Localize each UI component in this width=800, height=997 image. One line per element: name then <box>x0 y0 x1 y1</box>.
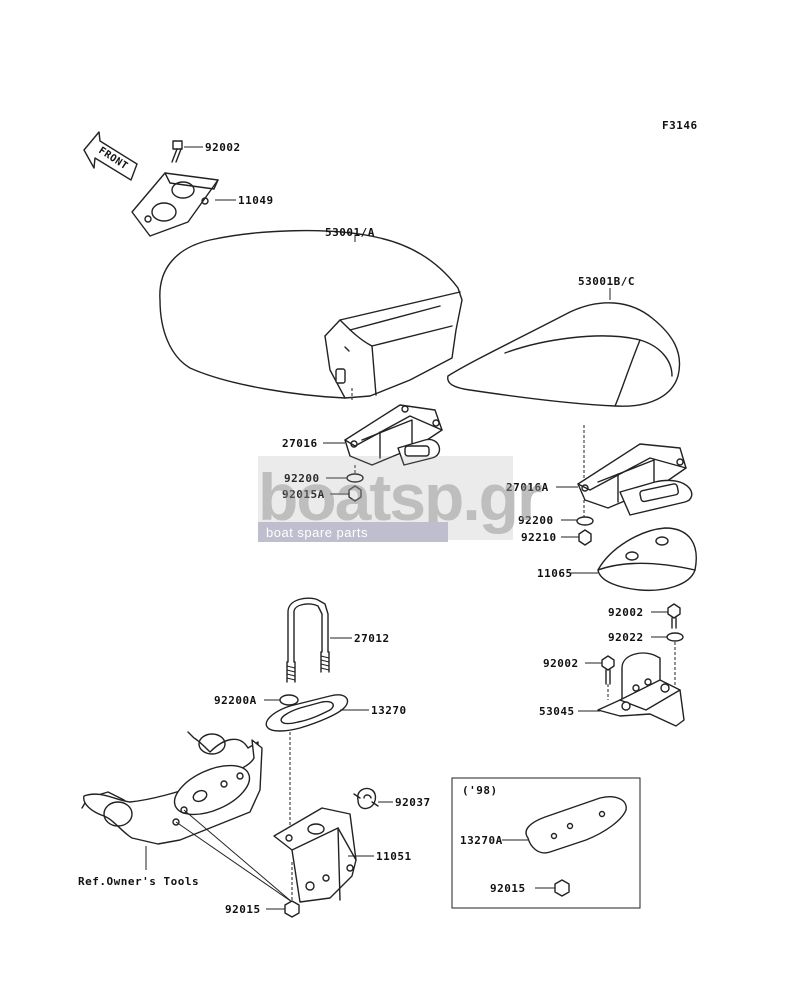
callout-27012: 27012 <box>354 632 390 645</box>
callout-92002-right1: 92002 <box>608 606 644 619</box>
callout-92015-bottom: 92015 <box>225 903 261 916</box>
watermark: boatsp.gr boat spare parts <box>258 456 544 542</box>
callout-27016: 27016 <box>282 437 318 450</box>
bolt-92002-right1 <box>667 603 681 629</box>
callout-92210: 92210 <box>521 531 557 544</box>
callout-92200-left: 92200 <box>284 472 320 485</box>
latch-27016 <box>344 404 443 466</box>
seat-53001BC <box>447 302 681 407</box>
nut-92210 <box>578 529 592 546</box>
callout-13270A: 13270A <box>460 834 503 847</box>
callout-92015-inset: 92015 <box>490 882 526 895</box>
washer-92200-right <box>576 516 594 526</box>
cover-11065 <box>597 527 697 592</box>
watermark-tagline: boat spare parts <box>266 525 368 540</box>
washer-92022 <box>666 632 684 642</box>
seat-53001A <box>159 229 463 399</box>
callout-11051: 11051 <box>376 850 412 863</box>
ref-owners-tools: Ref.Owner's Tools <box>78 875 199 888</box>
callout-92002-top: 92002 <box>205 141 241 154</box>
callout-53001BC: 53001B/C <box>578 275 635 288</box>
callout-53045: 53045 <box>539 705 575 718</box>
callout-92200-right: 92200 <box>518 514 554 527</box>
callout-53001A: 53001/A <box>325 226 375 239</box>
callout-92022: 92022 <box>608 631 644 644</box>
inset-98: ('98) 13270A 92015 <box>451 777 641 909</box>
bracket-11051 <box>273 807 357 903</box>
nut-92015-bottom <box>284 900 300 918</box>
callout-92002-right2: 92002 <box>543 657 579 670</box>
nut-92015A <box>348 485 362 502</box>
bolt-92002-right2 <box>601 655 615 685</box>
u-bolt-27012 <box>286 597 330 683</box>
callout-11049: 11049 <box>238 194 274 207</box>
pad-13270 <box>265 694 349 732</box>
washer-92200A <box>279 694 299 706</box>
callout-92037: 92037 <box>395 796 431 809</box>
figure-code: F3146 <box>662 119 698 132</box>
callout-27016A: 27016A <box>506 481 549 494</box>
callout-92015A: 92015A <box>282 488 325 501</box>
callout-11065: 11065 <box>537 567 573 580</box>
front-arrow: FRONT <box>83 131 138 181</box>
bracket-11049 <box>131 172 219 237</box>
callout-13270: 13270 <box>371 704 407 717</box>
inset-year: ('98) <box>462 784 498 797</box>
bolt-92002-top <box>171 140 183 163</box>
clip-92037 <box>353 787 379 810</box>
bracket-53045 <box>597 652 685 727</box>
watermark-brand: boatsp.gr <box>258 460 542 534</box>
callout-92200A: 92200A <box>214 694 257 707</box>
tool-holder <box>81 731 263 845</box>
latch-27016A <box>577 443 693 516</box>
